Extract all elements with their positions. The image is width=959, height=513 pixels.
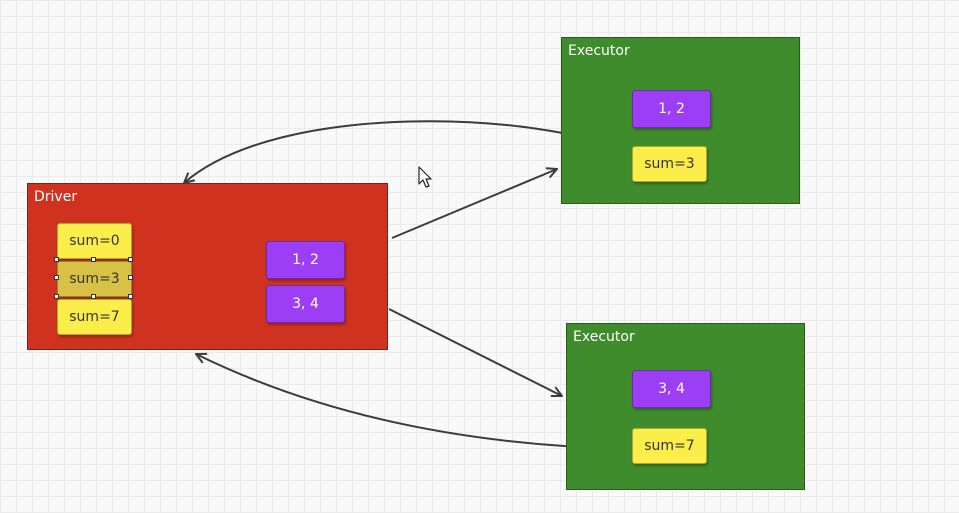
chip-label: 3, 4 xyxy=(292,296,319,312)
executor-1-title: Executor xyxy=(568,43,630,59)
chip-label: 1, 2 xyxy=(292,252,319,268)
selection-handle[interactable] xyxy=(54,294,59,299)
selection-handle[interactable] xyxy=(128,294,133,299)
driver-title: Driver xyxy=(34,189,78,205)
driver-partition-1-2[interactable]: 1, 2 xyxy=(266,241,345,279)
chip-label: sum=7 xyxy=(69,309,120,325)
chip-label: 1, 2 xyxy=(658,101,685,117)
driver-accumulator-sum-3[interactable]: sum=3 xyxy=(57,261,132,297)
selection-handle[interactable] xyxy=(128,275,133,280)
chip-label: sum=7 xyxy=(644,438,695,454)
selection-handle[interactable] xyxy=(54,275,59,280)
executor-2-accumulator[interactable]: sum=7 xyxy=(632,428,707,464)
executor-1-partition[interactable]: 1, 2 xyxy=(632,90,711,128)
executor-1-accumulator[interactable]: sum=3 xyxy=(632,146,707,182)
driver-box[interactable]: Driver sum=0 sum=3 sum=7 1, 2 3, 4 xyxy=(27,183,388,350)
executor-2-title: Executor xyxy=(573,329,635,345)
selection-handle[interactable] xyxy=(91,294,96,299)
driver-partition-3-4[interactable]: 3, 4 xyxy=(266,285,345,323)
chip-label: 3, 4 xyxy=(658,381,685,397)
selection-handle[interactable] xyxy=(54,257,59,262)
executor-1-box[interactable]: Executor 1, 2 sum=3 xyxy=(561,37,800,204)
executor-2-box[interactable]: Executor 3, 4 sum=7 xyxy=(566,323,805,490)
chip-label: sum=0 xyxy=(69,233,120,249)
driver-accumulator-sum-0[interactable]: sum=0 xyxy=(57,223,132,259)
mouse-pointer-icon xyxy=(418,166,432,188)
selection-handle[interactable] xyxy=(128,257,133,262)
arrow-driver-to-executor-2 xyxy=(388,308,562,396)
chip-label: sum=3 xyxy=(644,156,695,172)
chip-label: sum=3 xyxy=(69,271,120,287)
arrow-driver-to-executor-1 xyxy=(391,169,557,239)
executor-2-partition[interactable]: 3, 4 xyxy=(632,370,711,408)
driver-accumulator-sum-7[interactable]: sum=7 xyxy=(57,299,132,335)
selection-handle[interactable] xyxy=(91,257,96,262)
